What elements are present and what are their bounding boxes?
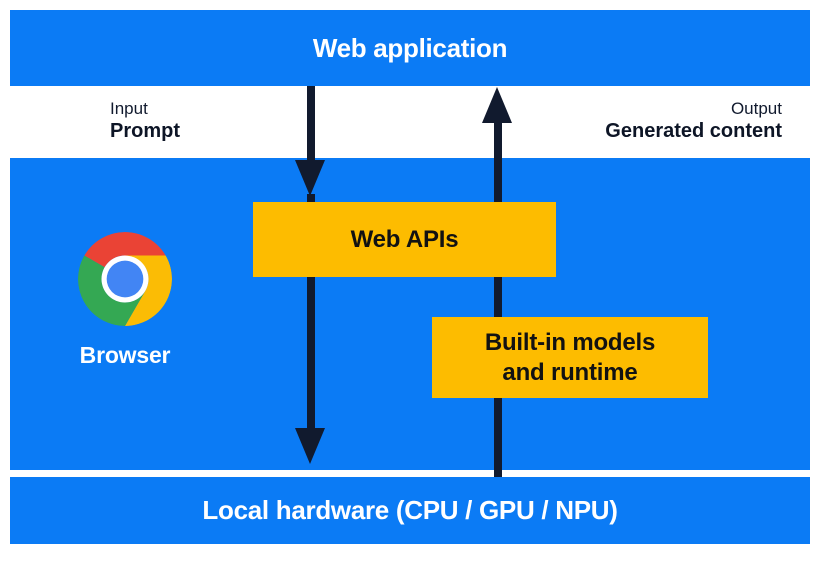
local-hardware-band: Local hardware (CPU / GPU / NPU) (10, 477, 810, 544)
output-kicker: Output (730, 99, 782, 118)
builtin-models-line-2: and runtime (502, 358, 638, 386)
browser-identity-group: Browser (58, 232, 192, 369)
builtin-models-label: Built-in models and runtime (484, 328, 656, 387)
web-apis-label: Web APIs (350, 225, 459, 253)
output-arrow-head (482, 87, 512, 123)
input-arrow-head-bottom (295, 428, 325, 464)
input-arrow-head-top (295, 160, 325, 196)
output-flow-label: Output Generated content (605, 98, 782, 144)
builtin-models-line-1: Built-in models (484, 329, 656, 357)
input-arrow-shaft-top (307, 86, 315, 166)
output-title: Generated content (605, 120, 782, 143)
builtin-models-box[interactable]: Built-in models and runtime (432, 317, 708, 398)
web-application-label: Web application (312, 32, 508, 63)
chrome-logo-icon (78, 232, 172, 326)
input-title: Prompt (110, 120, 180, 143)
browser-label: Browser (79, 342, 171, 368)
input-flow-label: Input Prompt (110, 98, 180, 144)
local-hardware-label: Local hardware (CPU / GPU / NPU) (202, 495, 618, 525)
input-arrow-shaft-bottom (307, 194, 315, 436)
input-kicker: Input (110, 99, 148, 118)
output-arrow-shaft (494, 120, 502, 478)
web-application-band: Web application (10, 10, 810, 86)
web-apis-box[interactable]: Web APIs (253, 202, 556, 277)
